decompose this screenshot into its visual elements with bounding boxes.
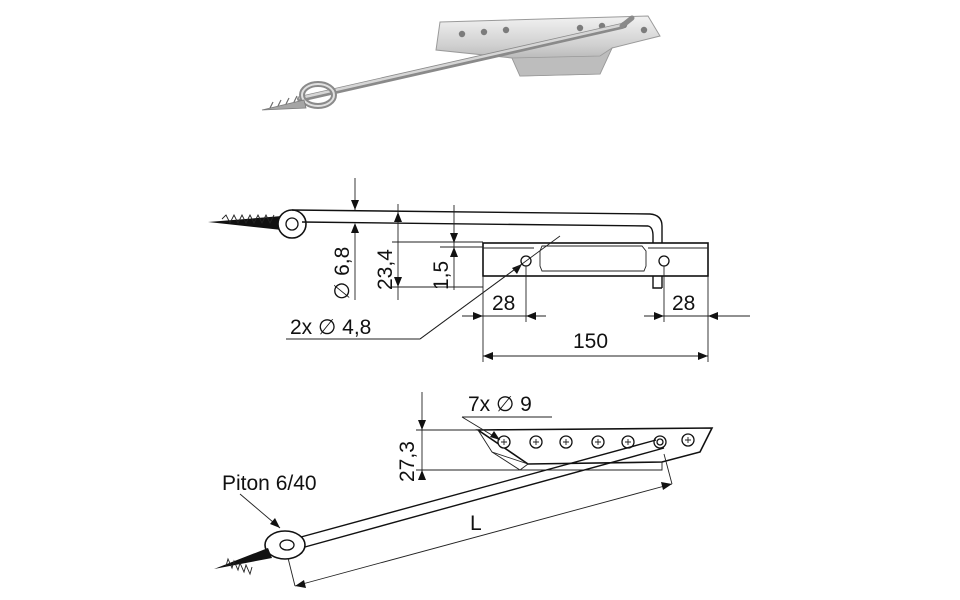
dim-plate-length: 150 <box>573 330 608 353</box>
dim-offset-left: 28 <box>492 292 515 315</box>
dim-offset-right: 28 <box>672 292 695 315</box>
screw-front <box>208 213 282 230</box>
hole-spec-iso: 7x ∅ 9 <box>468 393 532 416</box>
front-view: ∅ 6,8 23,4 1,5 2x ∅ 4,8 28 28 150 <box>208 178 750 362</box>
piton-label: Piton 6/40 <box>222 472 317 495</box>
dim-length-l: L <box>470 512 482 535</box>
product-render <box>261 15 661 111</box>
hole-spec-front: 2x ∅ 4,8 <box>290 316 371 339</box>
dim-thickness: 1,5 <box>430 261 453 290</box>
iso-view: 7x ∅ 9 27,3 Piton 6/40 L <box>214 392 714 588</box>
dim-rod-diameter: ∅ 6,8 <box>331 247 354 300</box>
dim-total-height: 23,4 <box>374 249 397 290</box>
dim-iso-height: 27,3 <box>396 441 419 482</box>
